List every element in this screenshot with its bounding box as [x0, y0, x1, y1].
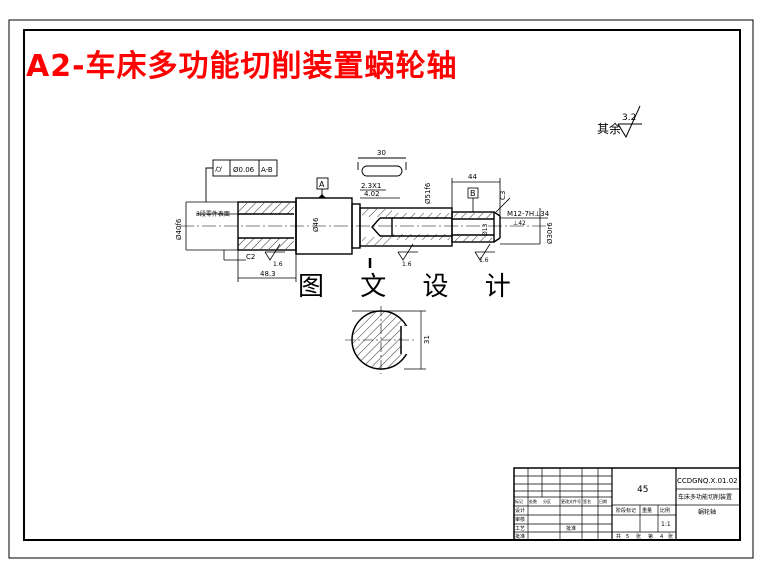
tb-sheet-3: 张 — [636, 533, 641, 540]
shaft-body — [237, 197, 501, 255]
dim-right-dia: Ø30r6 — [546, 222, 554, 244]
dim-left-dia: Ø40f6 — [175, 218, 183, 240]
roughness-marks — [264, 243, 495, 261]
tb-part-name: 车床多功能切削装置 — [678, 493, 732, 501]
inner-border — [23, 29, 741, 541]
note-left-surface: 3段零件表面 — [196, 210, 230, 218]
dim-section: 31 — [423, 335, 431, 344]
tb-label-design: 设计 — [515, 507, 525, 514]
tb-col-sign: 签名 — [583, 498, 591, 504]
dim-length-44: 44 — [468, 173, 477, 181]
dim-thread-depth: ⊥42 — [513, 220, 526, 227]
tb-col-mark: 标记 — [515, 498, 523, 504]
dim-dia-51: Ø51f6 — [424, 182, 432, 204]
dim-chamfer-left: 2.3X1 — [361, 182, 381, 190]
tb-col-date: 日期 — [599, 498, 607, 504]
tb-material: 45 — [637, 485, 648, 495]
tb-sheet-6: 张 — [668, 533, 673, 540]
tb-sheet-2: 5 — [626, 534, 629, 540]
watermark-text: 图 文 设 计 — [298, 272, 525, 302]
tb-scale: 1:1 — [661, 521, 671, 528]
dim-c3: C3 — [499, 191, 507, 200]
tb-sheet-1: 共 — [616, 533, 621, 540]
tb-col-file: 更改文件号 — [561, 498, 581, 504]
tb-label-review: 审核 — [515, 516, 525, 523]
tb-sheet-4: 第 — [648, 533, 653, 540]
roughness-mark-3: 1.6 — [479, 257, 489, 264]
tb-weight: 重量 — [642, 507, 652, 514]
keyway-view — [357, 157, 407, 177]
roughness-mark-1: 1.6 — [273, 261, 283, 268]
dim-bore-dia: Ø13 — [482, 223, 489, 236]
tb-ratio: 比例 — [660, 507, 670, 514]
tb-label-approve: 批准 — [515, 533, 525, 540]
datum-a-label: A — [319, 180, 325, 189]
tb-stage: 阶段标记 — [616, 507, 636, 514]
datum-b-label: B — [470, 189, 476, 198]
roughness-mark-2: 1.6 — [402, 261, 412, 268]
tolerance-value: Ø0.06 — [233, 166, 255, 174]
title-block — [513, 467, 741, 541]
tb-col-count: 处数 — [529, 498, 537, 504]
tolerance-symbol: ⌭ — [215, 164, 223, 175]
dim-small: 4.02 — [364, 190, 380, 198]
general-roughness-note: 其余 3.2 — [597, 105, 642, 139]
tb-sheet-5: 4 — [660, 534, 663, 540]
tb-part-name-2: 蜗轮轴 — [698, 508, 716, 516]
left-dimensions — [185, 201, 297, 282]
tb-label-process: 工艺 — [515, 526, 525, 532]
tolerance-datum: A-B — [261, 166, 273, 174]
dim-keyway-length: 30 — [377, 149, 386, 157]
dim-thread: M12-7H⊥34 — [507, 210, 550, 218]
tb-bottom-label: 批准 — [566, 525, 576, 532]
roughness-value: 3.2 — [622, 113, 636, 123]
tb-col-zone: 分区 — [543, 498, 551, 504]
roughness-prefix: 其余 — [597, 121, 621, 136]
datum-a: A — [316, 177, 329, 198]
dim-center-dia: Ø46 — [312, 217, 320, 232]
right-dimensions — [451, 178, 548, 245]
tb-drawing-no: CCDGNQ.X.01.02 — [677, 477, 738, 485]
drawing-title: A2-车床多功能切削装置蜗轮轴 — [26, 49, 458, 84]
dim-48: 48.3 — [260, 270, 276, 278]
tolerance-frame — [205, 159, 278, 202]
outer-border — [8, 19, 754, 559]
section-view — [345, 306, 426, 374]
dim-c2: C2 — [246, 253, 255, 261]
